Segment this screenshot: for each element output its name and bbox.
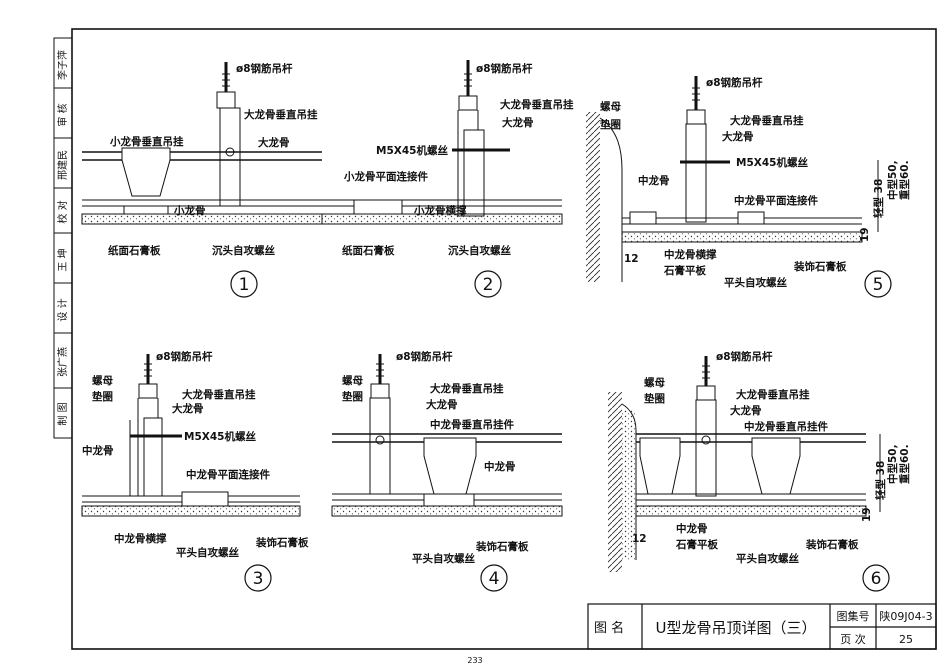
title-block-atlas-label: 图集号 [837, 609, 870, 623]
fig6-label-main-hanger: 大龙骨垂直吊挂 [736, 388, 810, 401]
fig4-label-washer: 垫圈 [342, 390, 363, 403]
fig1-label-rod: ø8钢筋吊杆 [236, 62, 293, 75]
fig6-label-flat-screw: 平头自攻螺丝 [736, 552, 799, 565]
fig2-label-rod: ø8钢筋吊杆 [476, 62, 533, 75]
fig5-label-rod: ø8钢筋吊杆 [706, 76, 763, 89]
fig3-label-washer: 垫圈 [92, 390, 113, 403]
fig3-label-rod: ø8钢筋吊杆 [156, 350, 213, 363]
fig2-label-connector: 小龙骨平面连接件 [343, 170, 428, 183]
fig5-label-dim-19: 19 [859, 227, 871, 242]
fig4-label-mid-keel: 中龙骨 [484, 460, 516, 473]
fig6-label-mid-keel: 中龙骨 [676, 522, 708, 535]
fig1-label-small-hanger: 小龙骨垂直吊挂 [109, 135, 184, 148]
figure-6-number: 6 [871, 569, 882, 589]
fig3-label-nut: 螺母 [92, 374, 113, 387]
fig5-label-mid: 中型50, [886, 160, 899, 200]
figure-1-number: 1 [239, 275, 250, 295]
fig5-label-deco-gypsum: 装饰石膏板 [793, 260, 847, 273]
fig6-label-main-keel: 大龙骨 [730, 404, 762, 417]
fig3-label-deco-gypsum: 装饰石膏板 [255, 536, 309, 549]
sidebar-role-4: 校 对 [56, 200, 69, 223]
fig1-label-main-keel: 大龙骨 [258, 136, 290, 149]
fig5-label-gypsum-flat: 石膏平板 [663, 264, 706, 277]
fig4-label-mid-hanger: 中龙骨垂直吊挂件 [430, 418, 514, 431]
fig4-label-main-hanger: 大龙骨垂直吊挂 [430, 382, 504, 395]
fig6-label-dim-19: 19 [861, 507, 873, 522]
sidebar-role-1: 李子萍 [56, 50, 69, 80]
sidebar-role-6: 设 计 [56, 298, 69, 321]
sidebar-role-8: 制 图 [56, 402, 69, 425]
fig5-label-bolt: M5X45机螺丝 [736, 156, 808, 169]
figure-2-number: 2 [483, 275, 494, 295]
figure-1-drawing [81, 62, 323, 225]
fig3-label-brace: 中龙骨横撑 [114, 532, 167, 545]
fig6-label-light: 轻型 38 [874, 461, 887, 500]
title-block-page-no: 25 [899, 633, 913, 646]
fig2-label-screw: 沉头自攻螺丝 [448, 244, 511, 257]
fig4-label-main-keel: 大龙骨 [426, 398, 458, 411]
figure-6-drawing [608, 356, 881, 572]
fig2-label-main-keel: 大龙骨 [502, 116, 534, 129]
fig4-label-flat-screw: 平头自攻螺丝 [412, 552, 475, 565]
figure-5-number: 5 [873, 275, 884, 295]
sidebar-role-2: 审 核 [56, 103, 69, 126]
fig2-label-bolt: M5X45机螺丝 [376, 144, 448, 157]
fig3-label-connector: 中龙骨平面连接件 [186, 468, 270, 481]
fig5-label-main-hanger: 大龙骨垂直吊挂 [730, 114, 804, 127]
title-block-name-label: 图 名 [594, 620, 624, 636]
page-number: 233 [467, 656, 482, 665]
fig6-label-nut: 螺母 [644, 376, 665, 389]
sidebar-role-5: 王 坤 [56, 248, 69, 271]
fig4-label-rod: ø8钢筋吊杆 [396, 350, 453, 363]
fig6-label-washer: 垫圈 [644, 392, 665, 405]
fig6-label-rod: ø8钢筋吊杆 [716, 350, 773, 363]
fig2-label-brace: 小龙骨横撑 [413, 204, 467, 217]
fig3-label-main-hanger: 大龙骨垂直吊挂 [182, 388, 256, 401]
fig6-label-dim-12: 12 [632, 533, 647, 545]
fig5-label-light: 轻型 38 [872, 179, 885, 218]
figure-3-number: 3 [253, 569, 264, 589]
figure-5-drawing [586, 76, 879, 282]
fig5-label-main-keel: 大龙骨 [722, 130, 754, 143]
title-block-atlas-no: 陕09J04-3 [879, 609, 932, 623]
fig3-label-mid-keel: 中龙骨 [82, 444, 114, 457]
fig6-label-mid-hanger: 中龙骨垂直吊挂件 [744, 420, 828, 433]
fig5-label-heavy: 重型60. [898, 160, 911, 200]
fig4-label-deco-gypsum: 装饰石膏板 [475, 540, 529, 553]
title-block-page-label: 页 次 [840, 632, 866, 646]
fig5-label-dim-12: 12 [624, 253, 639, 265]
figure-2-drawing [321, 60, 563, 225]
fig6-label-mid: 中型50, [886, 444, 899, 484]
sidebar-signature-block [53, 37, 73, 439]
fig5-label-connector: 中龙骨平面连接件 [734, 194, 818, 207]
sidebar-role-3: 邢建民 [56, 150, 69, 180]
fig3-label-bolt: M5X45机螺丝 [184, 430, 256, 443]
fig1-label-small-keel: 小龙骨 [173, 204, 206, 217]
fig1-label-screw: 沉头自攻螺丝 [212, 244, 275, 257]
fig1-label-paper-gypsum: 纸面石膏板 [108, 244, 161, 257]
fig4-label-nut: 螺母 [342, 374, 363, 387]
fig2-label-paper-gypsum: 纸面石膏板 [342, 244, 395, 257]
fig3-label-main-keel: 大龙骨 [172, 402, 204, 415]
figure-4-number: 4 [489, 569, 500, 589]
fig5-label-washer: 垫圈 [600, 118, 621, 131]
sidebar-role-7: 张广燕 [57, 347, 69, 377]
fig3-label-flat-screw: 平头自攻螺丝 [176, 546, 239, 559]
fig5-label-flat-screw: 平头自攻螺丝 [724, 276, 787, 289]
fig1-label-main-hanger: 大龙骨垂直吊挂 [244, 108, 318, 121]
figure-3-drawing [81, 354, 301, 517]
fig2-label-main-hanger: 大龙骨垂直吊挂 [500, 98, 574, 111]
fig6-label-deco-gypsum: 装饰石膏板 [805, 538, 859, 551]
title-block [587, 603, 937, 650]
title-block-title: U型龙骨吊顶详图（三） [656, 619, 817, 637]
fig6-label-heavy: 重型60. [898, 444, 911, 484]
figure-4-drawing [331, 354, 563, 517]
fig6-label-gypsum-flat: 石膏平板 [675, 538, 718, 551]
fig5-label-nut: 螺母 [600, 100, 621, 113]
fig5-label-brace: 中龙骨横撑 [664, 248, 717, 261]
fig5-label-mid-keel: 中龙骨 [638, 174, 670, 187]
